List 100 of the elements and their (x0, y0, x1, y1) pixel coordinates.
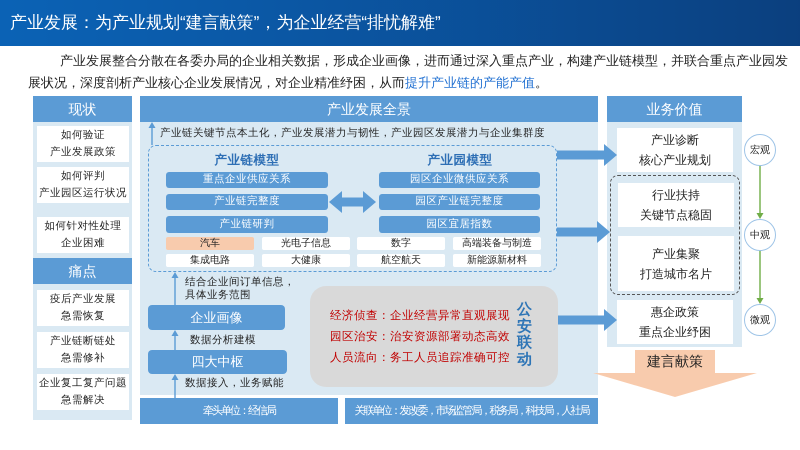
header-text: 痛点 (68, 262, 96, 280)
card-text: 核心产业规划 (639, 152, 711, 169)
card-text: 打造城市名片 (640, 266, 712, 282)
footer-text: 关联单位：发改委，市场监管局，税务局，科技局，人社局 (354, 404, 588, 418)
level-circle (744, 134, 776, 166)
card-text: 重点企业纾困 (639, 324, 711, 341)
footer-text: 牵头单位：经信局 (203, 404, 275, 418)
card-text: 关键节点稳固 (640, 207, 712, 224)
card-text: 产业园区运行状况 (39, 186, 127, 201)
card-text: 产业链断链处 (50, 334, 116, 349)
question-card (37, 217, 129, 253)
tag-text: 光电子信息 (281, 237, 331, 250)
tag-text: 新能源新材料 (467, 254, 527, 267)
metric-bar (166, 194, 328, 210)
value-card (617, 128, 733, 172)
tag-text: 数字 (391, 237, 411, 250)
block-arrow (557, 221, 610, 243)
bar-text: 四大中枢 (192, 354, 244, 370)
industry-tag (357, 237, 445, 250)
metric-bar (166, 172, 328, 188)
circle-text: 微观 (750, 314, 770, 326)
value-card (618, 183, 734, 227)
header-band (33, 96, 132, 122)
industry-tag (357, 254, 445, 267)
block-arrow (557, 144, 617, 166)
card-text: 产业诊断 (651, 132, 699, 149)
header-band (607, 96, 742, 122)
linkage-item: 园区治安：治安资源部署动态高效 (330, 329, 511, 344)
card-text: 急需修补 (61, 351, 105, 366)
industry-tag (453, 237, 541, 250)
level-circle (744, 304, 776, 336)
circle-text: 中观 (750, 228, 770, 242)
metric-bar (379, 194, 540, 210)
panel-header: 产业发展全景 (140, 96, 598, 122)
card-text: 急需解决 (61, 393, 105, 408)
footer-bar (345, 398, 598, 424)
card-text: 惠企政策 (651, 304, 699, 321)
industry-tag (166, 237, 254, 250)
edge-label: 产业链关键节点本土化，产业发展潜力与韧性，产业园区发展潜力与企业集群度 (160, 127, 546, 140)
bar-text: 园区宜居指数 (426, 218, 492, 232)
bar-text: 园区产业链完整度 (416, 195, 504, 209)
edge-label: 结合企业间订单信息，具体业务范围 (185, 276, 296, 302)
metric-bar (379, 172, 540, 188)
metric-bar (379, 216, 540, 233)
arrow-text: 建言献策 (646, 353, 704, 371)
card-text: 企业复工复产问题 (39, 376, 127, 391)
card-text: 如何针对性处理 (44, 219, 122, 234)
model-heading: 产业链模型 (214, 152, 280, 169)
value-card (617, 300, 733, 344)
card-text: 如何评判 (61, 169, 105, 184)
arrow (172, 272, 178, 305)
bar-text: 园区企业微供应关系 (410, 173, 509, 187)
header-text: 现状 (68, 100, 96, 118)
tag-text: 集成电路 (190, 254, 230, 267)
block-arrow (329, 191, 376, 213)
card-text: 急需恢复 (61, 309, 105, 324)
linkage-box (310, 286, 558, 387)
tag-text: 航空航天 (381, 254, 421, 267)
bar-text: 企业画像 (190, 310, 242, 326)
card-text: 产业集聚 (652, 246, 700, 262)
stage-bar (148, 305, 285, 330)
stage-bar (148, 350, 287, 374)
dashed-frame (148, 145, 557, 272)
industry-tag (166, 254, 254, 267)
metric-bar (166, 216, 328, 233)
question-card (37, 126, 129, 162)
question-card (37, 374, 129, 410)
question-card (37, 332, 129, 368)
circle-text: 宏观 (750, 144, 770, 156)
card-text: 企业困难 (61, 236, 105, 251)
card-text: 行业扶持 (652, 187, 700, 204)
arrow (756, 251, 764, 304)
footer-bar (140, 398, 338, 424)
card-text: 疫后产业发展 (50, 292, 116, 307)
question-card (37, 290, 129, 326)
linkage-title: 公安联动 (517, 302, 532, 368)
arrow (172, 374, 178, 398)
arrow (172, 330, 178, 350)
card-text: 产业发展政策 (50, 145, 116, 160)
bar-text: 产业链研判 (220, 218, 274, 232)
linkage-item: 经济侦查：企业经营异常直观展现 (330, 308, 511, 323)
card-text: 如何验证 (61, 128, 105, 143)
header-band (33, 258, 132, 284)
tag-text: 高端装备与制造 (462, 237, 532, 250)
industry-tag (262, 254, 350, 267)
arrow (756, 166, 764, 219)
header-text: 业务价值 (646, 100, 702, 118)
dashed-frame (610, 175, 740, 295)
intro-paragraph: 产业发展整合分散在各委办局的企业相关数据，形成企业画像，进而通过深入重点产业，构建产业链模型，并联合重点产业园发展状况，深度剖析产业核心企业发展情况，对企业精准纾困，从而提升产业链的产能产值。 (28, 52, 789, 92)
edge-label: 数据接入，业务赋能 (185, 377, 285, 390)
block-arrow (558, 309, 617, 331)
edge-label: 数据分析建模 (190, 334, 257, 347)
tag-text: 汽车 (200, 237, 220, 250)
title: 产业发展：为产业规划“建言献策”，为企业经营“排忧解难” (10, 12, 441, 34)
question-card (37, 167, 129, 203)
linkage-item: 人员流向：务工人员追踪准确可控 (330, 350, 511, 365)
model-heading: 产业园模型 (426, 152, 494, 169)
level-circle (744, 219, 776, 251)
arrow (148, 122, 156, 145)
industry-tag (453, 254, 541, 267)
